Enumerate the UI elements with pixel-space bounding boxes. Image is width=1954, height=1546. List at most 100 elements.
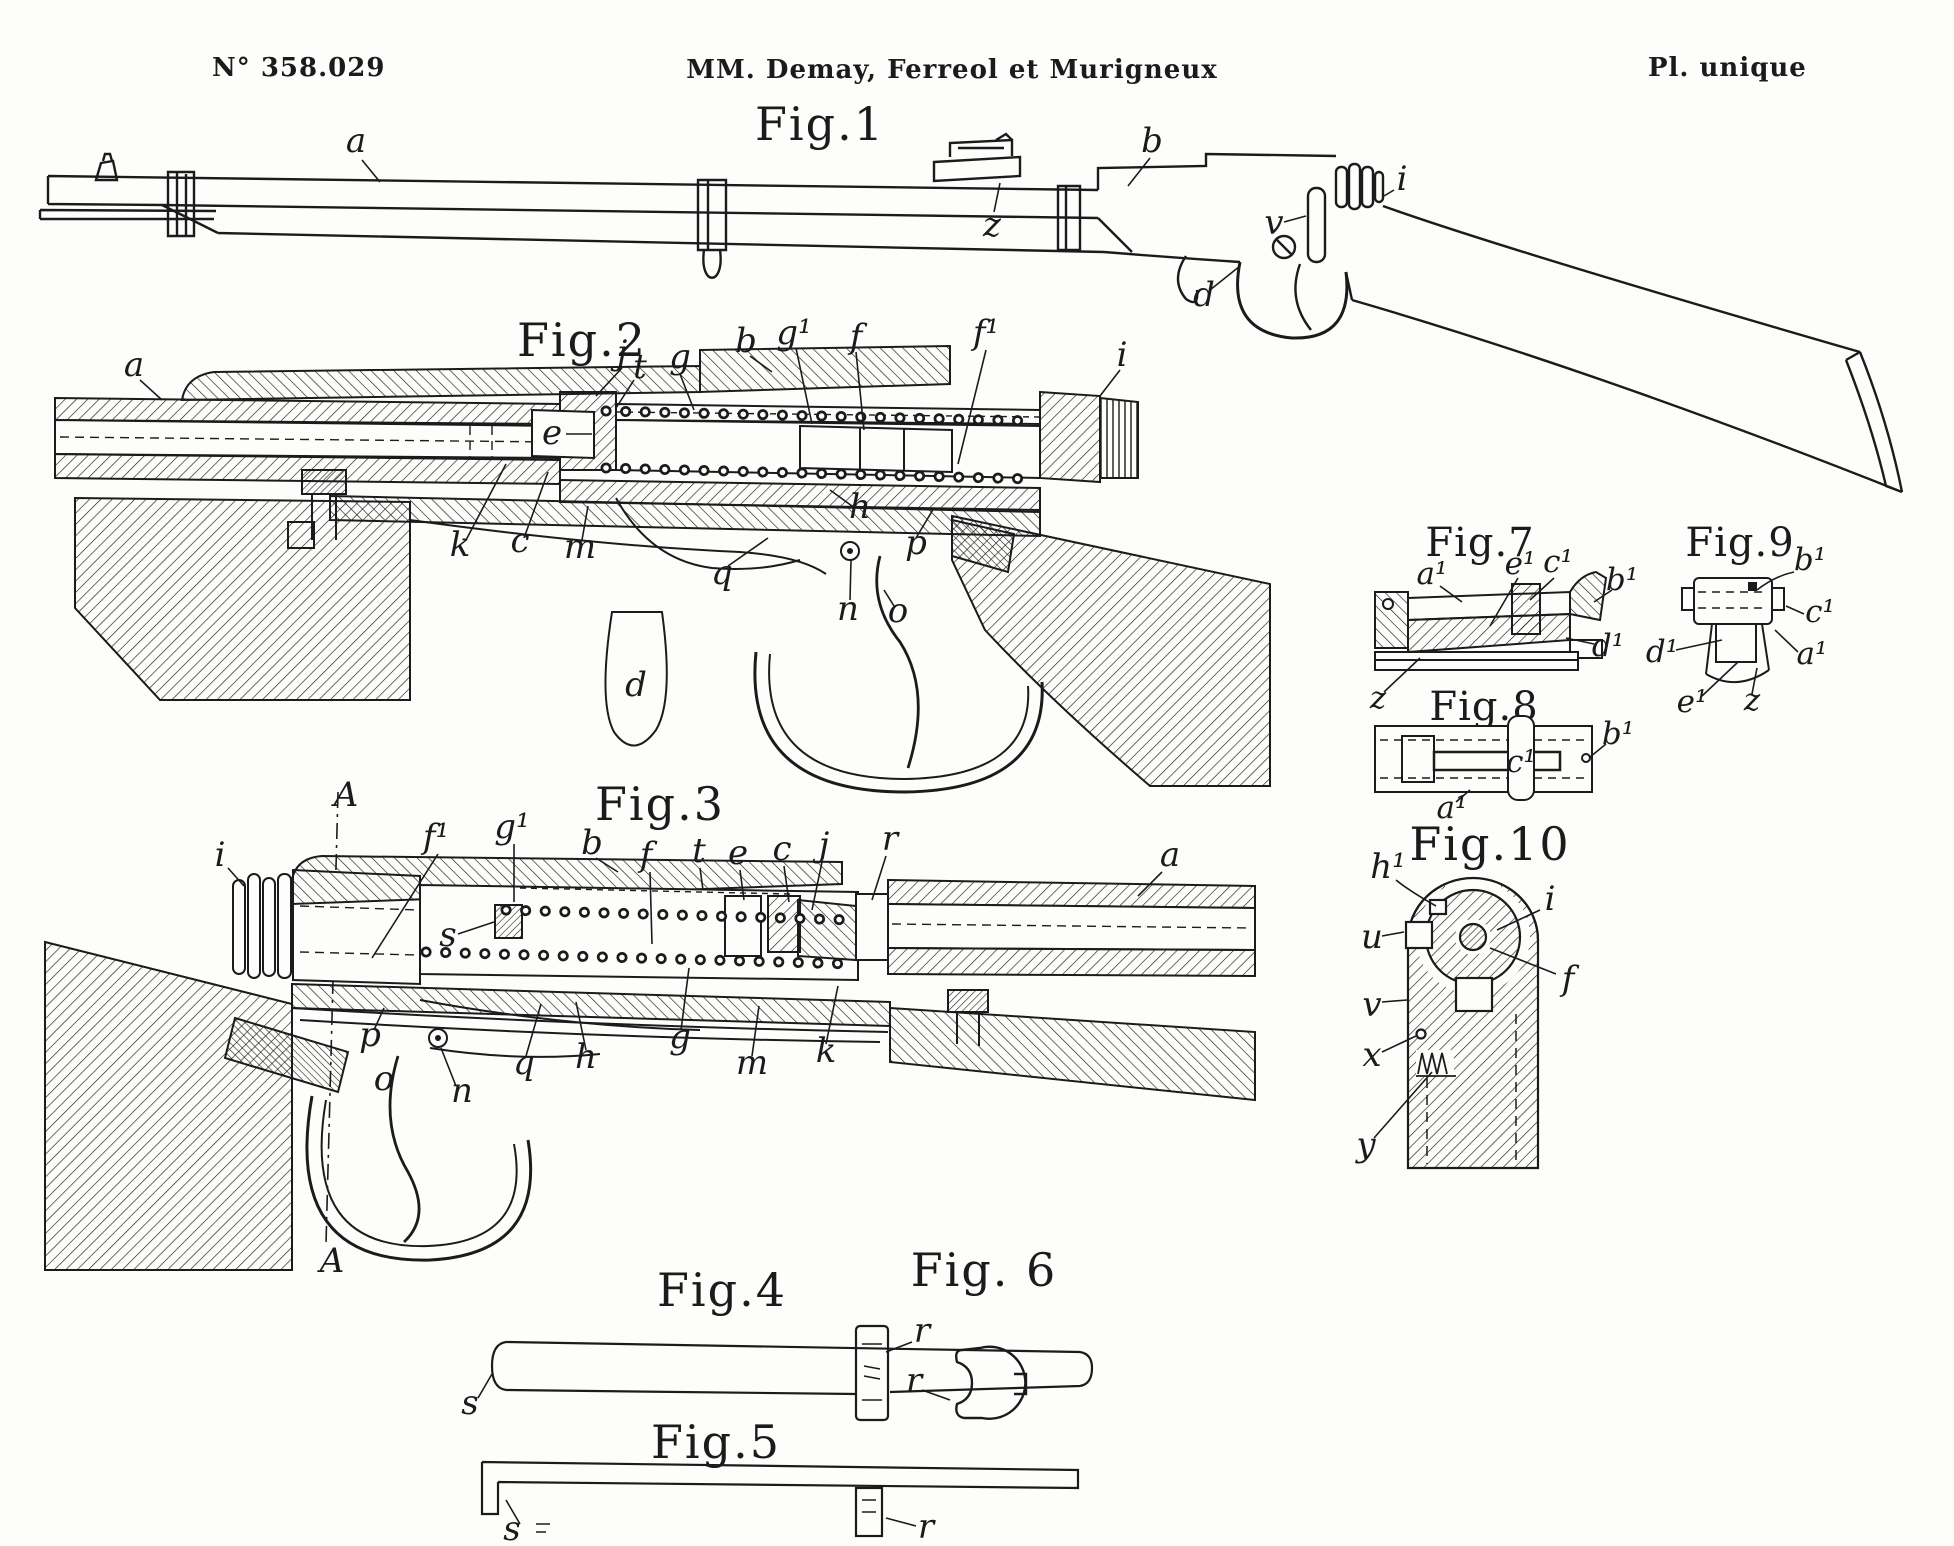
patent-number: N° 358.029 — [212, 53, 385, 83]
wedge — [1407, 612, 1571, 654]
sear-bar — [409, 497, 827, 575]
fig2-label-e: e — [542, 413, 562, 453]
fig7-title: Fig.7 — [1425, 520, 1534, 566]
fig1-label-v: v — [1264, 203, 1283, 243]
page-header: N° 358.029 MM. Demay, Ferreol et Murigne… — [212, 53, 1807, 85]
fig8-label-b1: b¹ — [1602, 716, 1634, 752]
fig7-label-e1: e¹ — [1505, 546, 1536, 582]
h1-lug — [1428, 898, 1448, 916]
fig1-drawing: Fig.1 a — [38, 97, 1904, 494]
j-block — [797, 898, 857, 962]
bolt-head — [799, 424, 953, 474]
fig7-drawing: Fig.7 a¹ e¹ c¹ b¹ d¹ z — [1369, 520, 1638, 716]
fig10-label-u: u — [1361, 917, 1383, 957]
receiver-bottom-wall — [559, 478, 1041, 512]
fig10-drawing: Fig.10 h¹ u v x y i f — [1354, 817, 1580, 1170]
fig3-label-f1: f¹ — [420, 817, 449, 857]
fig3-label-s: s — [439, 915, 456, 955]
fig3-label-n: n — [451, 1071, 473, 1111]
fig2-label-p: p — [905, 523, 927, 563]
fig6-label-r: r — [906, 1361, 924, 1401]
fig2-label-k: k — [450, 525, 471, 565]
fig3-label-b: b — [581, 823, 603, 863]
fig3-drawing: Fig.3 — [44, 775, 1256, 1281]
fig3-label-A-bottom: A — [317, 1241, 345, 1281]
fig2-label-m: m — [564, 527, 596, 567]
tang-screw — [947, 989, 989, 1013]
fig3-label-m: m — [736, 1043, 768, 1083]
fig4-label-s: s — [461, 1383, 478, 1423]
fig2-label-g1: g¹ — [776, 313, 811, 353]
fig7-label-d1: d¹ — [1592, 628, 1624, 664]
bolt-ring — [232, 879, 246, 975]
fig2-label-f1: f¹ — [970, 313, 999, 353]
pin-core — [1458, 922, 1488, 952]
forend — [161, 203, 1105, 254]
fig3-label-e: e — [728, 833, 748, 873]
spring-zigzag — [1416, 1052, 1456, 1077]
fig3-label-c: c — [772, 829, 791, 869]
band-front — [166, 170, 196, 238]
patent-authors: MM. Demay, Ferreol et Murigneux — [686, 55, 1218, 85]
fig10-label-v: v — [1362, 985, 1381, 1025]
fig6-title: Fig. 6 — [911, 1243, 1058, 1297]
fig7-label-z: z — [1369, 680, 1387, 716]
fig2-label-b: b — [735, 321, 757, 361]
fig5-label-r: r — [918, 1507, 936, 1546]
fig3-label-t: t — [692, 831, 706, 871]
bar-tab — [854, 1486, 884, 1538]
b1-hook — [1569, 570, 1608, 622]
stub-left — [1681, 587, 1695, 611]
stub-right — [1771, 587, 1785, 611]
fig2-label-g: g — [669, 337, 691, 377]
trigger-guard-outer — [753, 651, 1044, 794]
c1-block — [1511, 583, 1541, 635]
fig3-label-h: h — [575, 1037, 597, 1077]
tang-screw — [301, 469, 347, 495]
mainspring-knurl — [223, 1016, 350, 1094]
fig9-label-z: z — [1743, 682, 1761, 718]
fig1-label-d: d — [1193, 275, 1215, 315]
plate-label: Pl. unique — [1648, 53, 1807, 83]
barrel-wall-bottom — [887, 946, 1256, 978]
stock-wood-left — [44, 940, 293, 1271]
bolt-cap — [1373, 170, 1385, 204]
stock-wood-left — [74, 496, 411, 701]
fig8-drawing: Fig.8 c¹ b¹ a¹ — [1374, 684, 1634, 826]
fig5-drawing: Fig.5 s r — [480, 1415, 1080, 1546]
fig2-label-h: h — [849, 487, 871, 527]
fig10-label-i: i — [1545, 879, 1556, 919]
legs — [1705, 623, 1770, 684]
bolt-ring — [247, 873, 261, 979]
trigger-blade — [875, 555, 920, 769]
bolt-ring-1 — [1334, 165, 1349, 209]
sear-pin — [428, 1028, 448, 1048]
trigger — [1294, 263, 1312, 331]
fig3-label-A-top: A — [331, 775, 359, 815]
stock-wood-right — [889, 1006, 1256, 1102]
x-pin — [1415, 1028, 1427, 1040]
fig9-label-b1: b¹ — [1794, 542, 1826, 578]
fig9-label-e1: e¹ — [1677, 684, 1708, 720]
fig4-label-r: r — [914, 1311, 932, 1351]
trigger-guard — [1236, 261, 1349, 340]
trigger-guard-inner — [320, 1099, 518, 1248]
fig2-label-c: c — [510, 521, 529, 561]
fig1-label-b: b — [1141, 121, 1163, 161]
rear-swivel — [1176, 255, 1199, 304]
fig10-label-f: f — [1559, 959, 1580, 999]
cam-piece — [954, 1345, 1028, 1420]
rear-sight — [932, 132, 1022, 183]
fig3-title: Fig.3 — [595, 777, 725, 831]
fig2-label-d: d — [625, 665, 647, 705]
fig3-label-j: j — [812, 825, 830, 865]
band-swivel — [702, 249, 722, 279]
trigger-blade — [388, 1055, 421, 1244]
barrel — [46, 174, 1099, 207]
fig3-label-p: p — [359, 1015, 381, 1055]
sear-pin — [840, 541, 860, 561]
fig1-title: Fig.1 — [755, 97, 885, 151]
receiver-bottom-band — [291, 982, 891, 1028]
lower-block — [1715, 623, 1757, 663]
fig2-drawing: Fig.2 — [54, 313, 1271, 794]
